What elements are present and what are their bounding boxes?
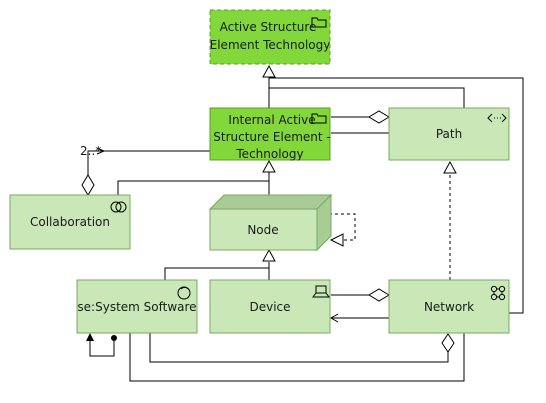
aggregation-line-collab [87,150,210,175]
aggregation-diamond-network-bottom [441,333,455,353]
spec-arrow-active [262,64,276,78]
line-software-network-outer [129,333,465,382]
spec-arrow-node [262,248,276,262]
element-network-label: Network [424,300,474,314]
line-software-network-loop [149,333,449,363]
assignment-dot-software [111,335,117,341]
aggregation-diamond-collab [81,174,95,196]
element-internal-active-label-3: Technology [235,147,303,161]
element-internal-active[interactable]: Internal Active Structure Element - Tech… [209,107,331,161]
multiplicity-label: 2..* [80,144,101,158]
folder-icon [311,113,327,124]
element-system-software-label: se:System Software [77,300,196,314]
element-system-software[interactable]: se:System Software [76,279,198,334]
element-path-label: Path [436,127,462,141]
element-network[interactable]: Network [388,279,510,334]
spec-arrow-internal [262,159,276,173]
element-node[interactable]: Node [208,193,333,252]
self-assignment-software [89,338,115,357]
element-node-label: Node [247,223,278,237]
element-internal-active-label-2: Structure Element - [213,130,330,144]
open-arrow-path-internal [96,147,106,155]
self-realization-arrow-node [329,233,344,247]
element-internal-active-label-1: Internal Active [228,113,315,127]
spec-line-path-to-active [269,87,465,108]
element-device-label: Device [249,300,290,314]
self-realization-node [329,213,356,241]
aggregation-diamond-path [368,110,390,124]
network-icon [490,285,506,301]
spec-line-network-to-active [269,77,524,314]
open-arrow-network-device [329,313,339,323]
aggregation-diamond-device-network [368,288,390,302]
collaboration-icon [110,201,127,213]
folder-icon [311,17,327,28]
element-active-structure-label-2: Element Technology [210,38,331,52]
spec-line-collab-to-internal [117,180,269,195]
path-icon [487,113,507,123]
system-software-icon [177,286,191,300]
element-active-structure[interactable]: Active Structure Element Technology [209,9,331,65]
spec-line-software-to-node [164,267,269,280]
element-active-structure-label-1: Active Structure [220,20,317,34]
assignment-arrow-software [86,333,94,341]
element-device[interactable]: Device [209,279,331,334]
element-path[interactable]: Path [388,107,510,161]
realization-arrow-path [443,160,457,174]
element-collaboration-label: Collaboration [30,215,110,229]
device-icon [312,285,330,298]
element-collaboration[interactable]: Collaboration [9,194,131,250]
